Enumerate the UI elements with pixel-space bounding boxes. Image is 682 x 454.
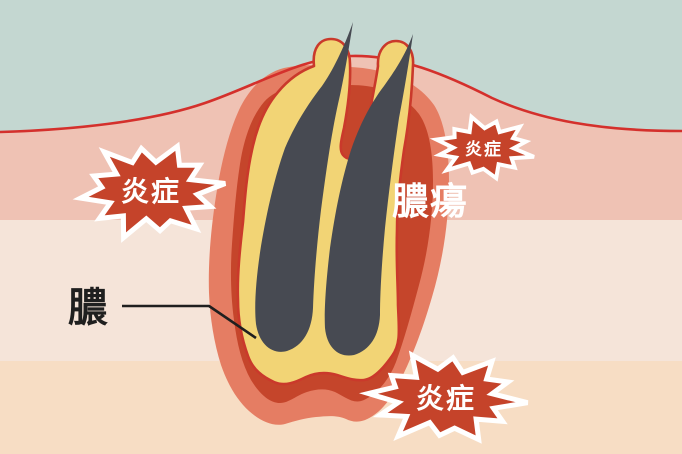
inflammation-label-upper-right: 炎症 bbox=[465, 139, 503, 159]
inflammation-label-bottom: 炎症 bbox=[416, 383, 476, 414]
pus-pointer-line bbox=[122, 304, 257, 340]
inflammation-burst-left: 炎症 bbox=[72, 141, 227, 243]
burst-shape-bottom bbox=[358, 350, 529, 444]
skin-surface-line bbox=[0, 54, 682, 134]
abscess-label: 膿瘍 bbox=[392, 181, 468, 222]
hair-right bbox=[324, 34, 413, 356]
burst-shape-left bbox=[72, 141, 227, 243]
pus-label: 膿 bbox=[68, 286, 109, 330]
inflammation-label-left: 炎症 bbox=[121, 176, 181, 207]
burst-shape-upper-right bbox=[429, 112, 535, 182]
inflammation-burst-bottom: 炎症 bbox=[358, 350, 529, 444]
hair-left bbox=[255, 22, 353, 352]
inflammation-burst-upper-right: 炎症 bbox=[429, 112, 535, 182]
